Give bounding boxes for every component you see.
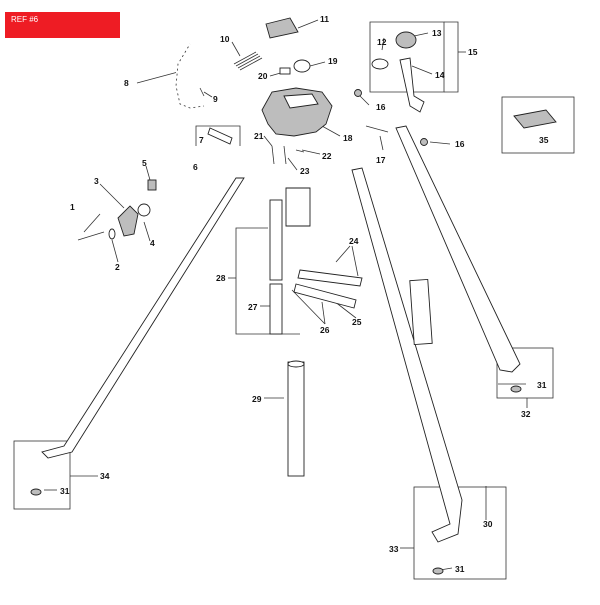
label-17: 17 — [376, 155, 386, 165]
box-32 — [496, 347, 554, 399]
nut-16b-part — [420, 138, 428, 146]
ring-12-part — [371, 58, 389, 70]
box-6 — [195, 125, 241, 146]
box-28 — [235, 227, 300, 335]
label-7: 7 — [199, 135, 204, 145]
part-drawings — [30, 17, 557, 575]
washer-2-part — [108, 228, 116, 240]
pin-part — [279, 67, 291, 75]
label-22: 22 — [322, 151, 332, 161]
foot-pad-34-part — [30, 488, 42, 496]
leg-34-part — [41, 177, 245, 459]
label-3: 3 — [94, 176, 99, 186]
pin-7-part — [207, 127, 233, 145]
label-35: 35 — [539, 135, 549, 145]
leg-30-part — [351, 167, 463, 543]
label-32: 32 — [521, 409, 531, 419]
label-30: 30 — [483, 519, 493, 529]
jaw-part — [265, 17, 299, 39]
label-15: 15 — [468, 47, 478, 57]
label-28: 28 — [216, 273, 226, 283]
chain-part — [174, 43, 205, 110]
bolt-1-part — [77, 231, 105, 241]
label-5: 5 — [142, 158, 147, 168]
ref-badge: REF #6 — [5, 12, 120, 38]
callout-boxes — [13, 21, 575, 580]
label-20: 20 — [258, 71, 268, 81]
label-16b: 16 — [455, 139, 465, 149]
spring-part — [233, 51, 263, 71]
leg-32-part — [395, 125, 521, 373]
nut-16a-part — [354, 89, 362, 97]
screw-9-part — [199, 87, 205, 97]
label-34: 34 — [100, 471, 110, 481]
tube-29-part — [287, 361, 305, 477]
foot-pad-32-part — [510, 385, 522, 393]
label-16a: 16 — [376, 102, 386, 112]
label-23: 23 — [300, 166, 310, 176]
label-1: 1 — [70, 202, 75, 212]
label-31a: 31 — [537, 380, 547, 390]
label-33: 33 — [389, 544, 399, 554]
rod-27-part — [269, 283, 283, 335]
leader-lines — [44, 19, 528, 571]
label-2: 2 — [115, 262, 120, 272]
label-21: 21 — [254, 131, 264, 141]
ring-4-part — [137, 203, 151, 217]
part-labels: 11 10 8 9 20 19 16 18 22 21 23 17 16 12 … — [60, 14, 549, 574]
column-28-part — [269, 199, 283, 281]
label-12: 12 — [377, 37, 387, 47]
label-14: 14 — [435, 70, 445, 80]
label-4: 4 — [150, 238, 155, 248]
label-13: 13 — [432, 28, 442, 38]
box-33 — [413, 486, 507, 580]
label-8: 8 — [124, 78, 129, 88]
link-35-part — [513, 109, 557, 129]
label-6: 6 — [193, 162, 198, 172]
label-29: 29 — [252, 394, 262, 404]
link-25b-part — [293, 283, 357, 309]
pin-23-part — [283, 145, 287, 165]
label-9: 9 — [213, 94, 218, 104]
label-24: 24 — [349, 236, 359, 246]
label-26: 26 — [320, 325, 330, 335]
lever-3-part — [117, 205, 139, 237]
label-25: 25 — [352, 317, 362, 327]
block-5-part — [147, 179, 157, 191]
knob-part — [293, 59, 311, 73]
box-34 — [13, 440, 71, 510]
collar-part — [285, 187, 311, 227]
label-11: 11 — [320, 14, 329, 24]
ref-badge-label: REF #6 — [11, 15, 39, 24]
hook-14-part — [399, 57, 425, 113]
link-25a-part — [297, 269, 363, 287]
wheel-13-part — [395, 31, 417, 49]
sleeve-part — [409, 278, 433, 346]
box-15 — [369, 21, 445, 93]
pin-17-part — [365, 125, 389, 133]
pin-21-part — [271, 145, 275, 165]
label-18: 18 — [343, 133, 353, 143]
screw-22-part — [295, 149, 305, 153]
label-19: 19 — [328, 56, 338, 66]
label-31c: 31 — [455, 564, 465, 574]
foot-pad-33-part — [432, 567, 444, 575]
label-27: 27 — [248, 302, 258, 312]
label-10: 10 — [220, 34, 230, 44]
box-35 — [501, 96, 575, 154]
label-31b: 31 — [60, 486, 70, 496]
